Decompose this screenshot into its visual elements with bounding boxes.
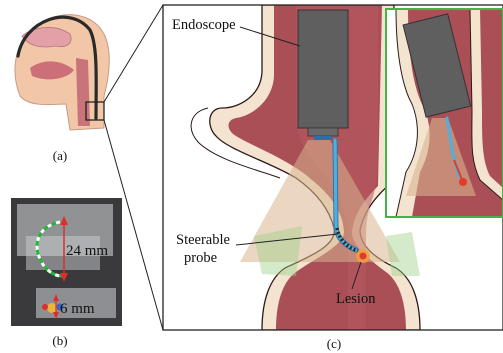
- endoscope-body: [298, 10, 348, 128]
- lesion-label: Lesion: [336, 291, 376, 307]
- zoom-connector-top: [104, 5, 163, 102]
- inset-zoom: [386, 9, 503, 217]
- endoscope-label: Endoscope: [172, 17, 236, 33]
- steerable-probe-label-line1: Steerable: [176, 232, 230, 248]
- inset-lesion: [459, 178, 467, 186]
- steerable-probe-label-line2: probe: [184, 250, 217, 266]
- panel-a-label: (a): [53, 148, 67, 163]
- panel-a-head-illustration: [15, 15, 109, 130]
- panel-c-label: (c): [327, 336, 341, 351]
- length-measurement: 24 mm: [66, 243, 108, 259]
- width-measurement: 6 mm: [60, 301, 95, 317]
- panel-b-photo: 24 mm 6 mm: [11, 198, 122, 326]
- pharynx: [76, 58, 90, 126]
- panel-b-label: (b): [52, 333, 67, 348]
